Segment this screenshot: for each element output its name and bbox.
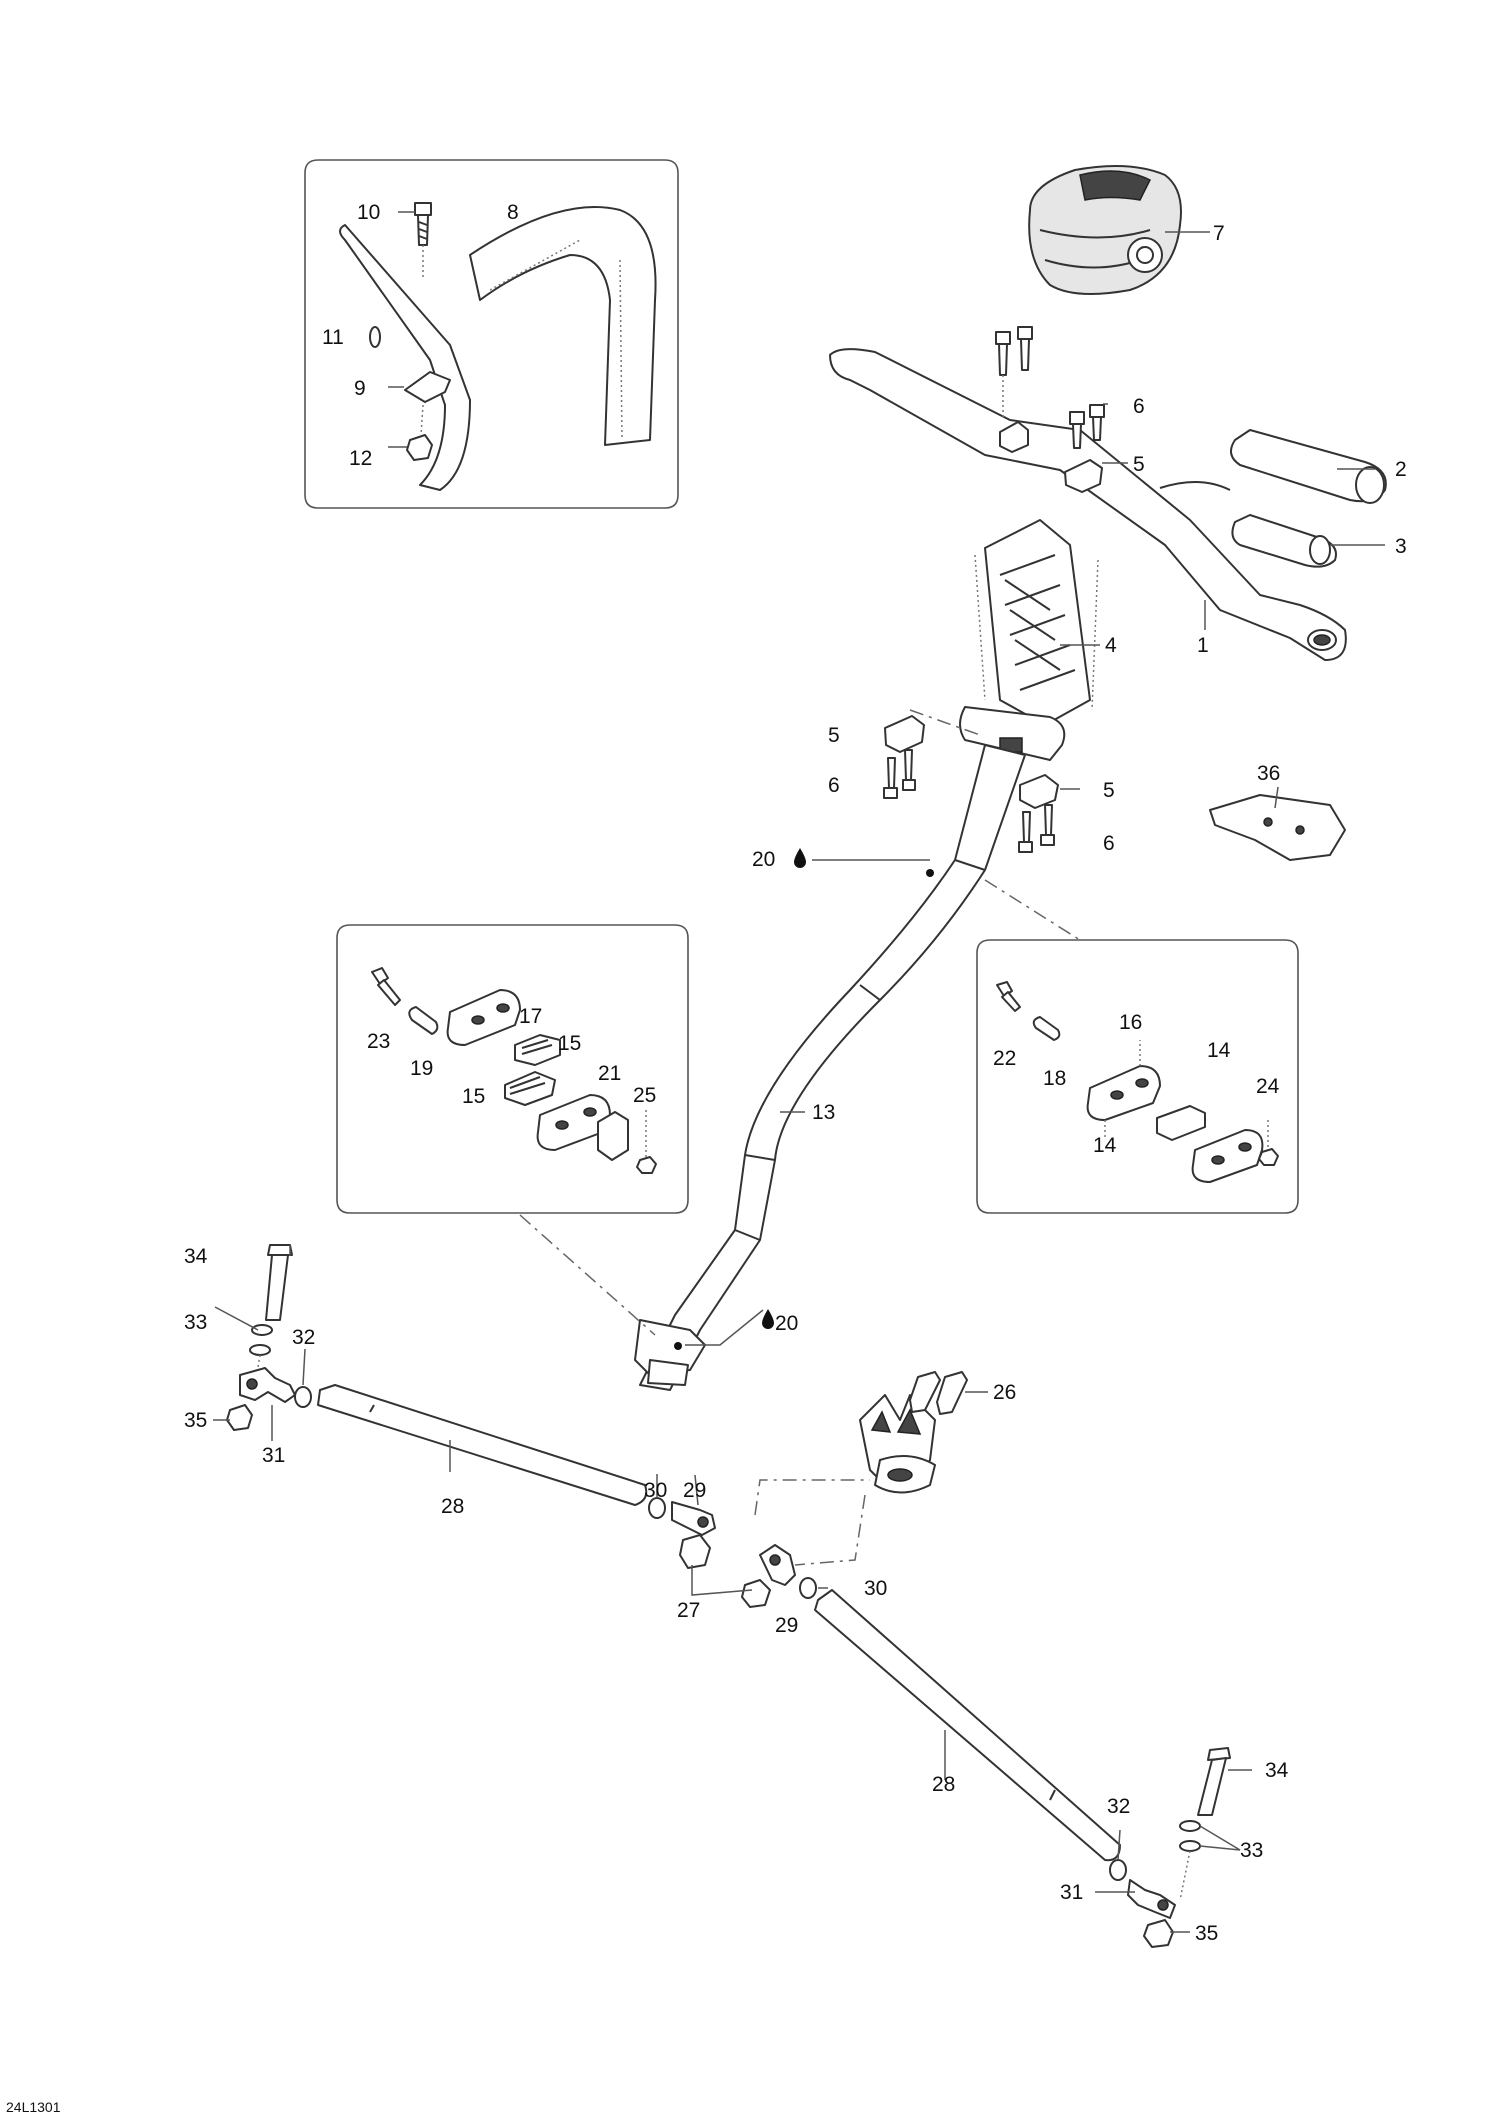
tie-rod-28-right	[814, 1589, 1121, 1862]
callout-28a: 28	[441, 1495, 464, 1518]
callout-12: 12	[349, 447, 372, 470]
callout-11: 11	[322, 326, 344, 349]
callout-15b: 15	[462, 1085, 485, 1108]
lower-clamp-right	[1018, 774, 1059, 853]
callout-19: 19	[410, 1057, 433, 1080]
drop-icon	[794, 848, 806, 868]
callout-6a: 6	[1133, 395, 1145, 418]
callout-17: 17	[519, 1005, 542, 1028]
callout-30b: 30	[864, 1577, 887, 1600]
rod-end-31-left	[239, 1367, 296, 1403]
callout-28b: 28	[932, 1773, 955, 1796]
inset-right-clamp	[976, 939, 1299, 1214]
callout-9: 9	[354, 377, 366, 400]
callout-10: 10	[357, 201, 380, 224]
callout-16: 16	[1119, 1011, 1142, 1034]
callout-8: 8	[507, 201, 519, 224]
rod-end-29-lower	[759, 1544, 796, 1586]
rod-end-31-right	[1127, 1879, 1176, 1919]
callout-25: 25	[633, 1084, 656, 1107]
riser	[974, 519, 1099, 726]
callout-27: 27	[677, 1599, 700, 1622]
leader-lines	[213, 211, 1385, 1933]
steering-column	[634, 744, 1026, 1391]
callout-31a: 31	[262, 1444, 285, 1467]
callout-24: 24	[1256, 1075, 1280, 1098]
bolt-34-right	[1197, 1747, 1231, 1816]
callout-5b: 5	[828, 724, 840, 747]
handlebar	[829, 348, 1347, 661]
diagram-code: 24L1301	[6, 2099, 61, 2115]
callout-33a: 33	[184, 1311, 207, 1334]
callout-14a: 14	[1207, 1039, 1231, 1062]
callout-5a: 5	[1133, 453, 1145, 476]
upper-clamp-bolts	[995, 326, 1105, 493]
callout-20b: 20	[775, 1312, 798, 1335]
callout-32a: 32	[292, 1326, 315, 1349]
callout-23: 23	[367, 1030, 390, 1053]
inset-handlebar-pad	[304, 159, 679, 509]
callout-21: 21	[598, 1062, 621, 1085]
callout-6c: 6	[1103, 832, 1115, 855]
callout-4: 4	[1105, 634, 1117, 657]
callout-22: 22	[993, 1047, 1016, 1070]
bolt-10	[414, 202, 432, 280]
callout-7: 7	[1213, 222, 1225, 245]
callout-35a: 35	[184, 1409, 207, 1432]
callout-26: 26	[993, 1381, 1016, 1404]
callout-20a: 20	[752, 848, 775, 871]
drop-icon	[762, 1309, 774, 1329]
callout-29b: 29	[775, 1614, 798, 1637]
callout-36: 36	[1257, 762, 1280, 785]
grip-2	[1230, 429, 1387, 504]
callout-35b: 35	[1195, 1922, 1218, 1945]
grip-3	[1231, 514, 1337, 568]
callout-3: 3	[1395, 535, 1407, 558]
callout-34b: 34	[1265, 1759, 1289, 1782]
callout-6b: 6	[828, 774, 840, 797]
inset-left-clamp	[336, 924, 689, 1214]
rod-end-29-upper	[671, 1501, 716, 1536]
callout-18: 18	[1043, 1067, 1066, 1090]
steering-arm	[859, 1371, 968, 1494]
callout-5c: 5	[1103, 779, 1115, 802]
steering-column-head	[959, 706, 1066, 761]
bolt-34-left	[265, 1244, 293, 1321]
lower-clamp-left	[883, 715, 925, 799]
callout-2: 2	[1395, 458, 1407, 481]
callout-34a: 34	[184, 1245, 208, 1268]
callout-29a: 29	[683, 1479, 706, 1502]
tie-rod-28-left	[317, 1384, 648, 1506]
callout-14b: 14	[1093, 1134, 1117, 1157]
callout-32b: 32	[1107, 1795, 1130, 1818]
callout-31b: 31	[1060, 1881, 1083, 1904]
callout-labels: 10 8 11 9 12 7 6 5 2 3 4 1 5 6 5 6 36 20…	[184, 201, 1407, 1945]
callout-15a: 15	[558, 1032, 581, 1055]
callout-13: 13	[812, 1101, 835, 1124]
plate-36	[1209, 794, 1346, 861]
callout-33b: 33	[1240, 1839, 1263, 1862]
callout-30a: 30	[644, 1479, 667, 1502]
callout-1: 1	[1197, 634, 1209, 657]
handlebar-cover	[1028, 165, 1182, 295]
